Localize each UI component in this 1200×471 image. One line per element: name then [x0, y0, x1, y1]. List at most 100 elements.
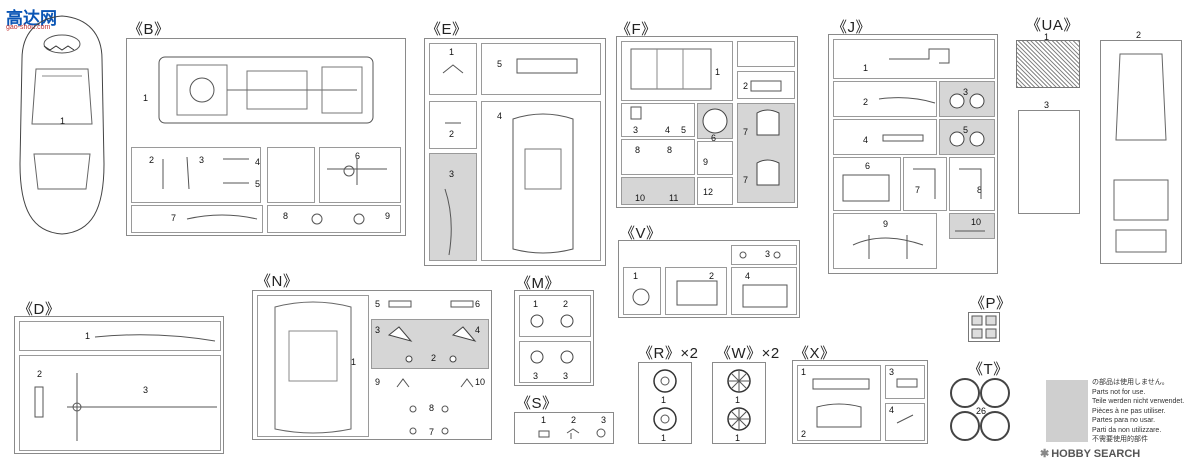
- f-num-11: 11: [669, 193, 679, 203]
- brand-name: HOBBY SEARCH: [1051, 448, 1141, 460]
- frame-d-label: 《D》: [18, 301, 61, 318]
- x-num-1: 1: [801, 367, 807, 377]
- b-num-9: 9: [385, 211, 391, 221]
- f-num-3: 3: [633, 125, 639, 135]
- v-cell-3: [731, 245, 797, 265]
- f-cell-345: [621, 103, 695, 137]
- t-tires-drawing: [950, 378, 1010, 441]
- m-num-3a: 3: [533, 371, 539, 381]
- w-num-1a: 1: [735, 395, 741, 405]
- j-num-10: 10: [971, 217, 982, 227]
- f-num-7a: 7: [743, 127, 749, 137]
- f-parts-drawing: [630, 48, 782, 186]
- frame-j: 1 2 3 4 5 6 7 8 9 10: [828, 34, 998, 274]
- e-parts-drawing: [442, 58, 578, 256]
- m-parts-drawing: [530, 314, 574, 364]
- frame-w: 1 1: [712, 362, 766, 444]
- frame-d: 1 2 3: [14, 316, 224, 454]
- n-num-6: 6: [475, 299, 481, 309]
- notice-line-it: Parti da non utilizzare.: [1092, 426, 1162, 434]
- j-num-8: 8: [977, 185, 983, 195]
- r-num-1a: 1: [661, 395, 667, 405]
- x-parts-drawing: [812, 378, 918, 428]
- n-num-2: 2: [431, 353, 437, 363]
- frame-j-label: 《J》: [832, 19, 872, 36]
- f-num-2: 2: [743, 81, 749, 91]
- unused-parts-swatch: [1046, 380, 1088, 442]
- d-num-2: 2: [37, 369, 43, 379]
- e-num-1: 1: [449, 47, 455, 57]
- brand-watermark: ✱HOBBY SEARCH: [1040, 447, 1140, 460]
- frame-s: 1 2 3: [514, 412, 614, 444]
- f-num-8a: 8: [635, 145, 641, 155]
- x-num-4: 4: [889, 405, 895, 415]
- f-cell-9: [697, 141, 733, 175]
- d-num-1: 1: [85, 331, 91, 341]
- f-cell-2: [737, 71, 795, 99]
- v-cell-4: [731, 267, 797, 315]
- v-num-4: 4: [745, 271, 751, 281]
- e-cell-1: [429, 43, 477, 95]
- ua-part-mesh: [1016, 40, 1080, 88]
- notice-line-zh: 不需要使用的部件: [1092, 436, 1148, 443]
- frame-t-label: 《T》: [968, 361, 1009, 378]
- frame-m-label: 《M》: [516, 275, 560, 292]
- f-num-7b: 7: [743, 175, 749, 185]
- j-cell-6: [833, 157, 901, 211]
- w-num-1b: 1: [735, 433, 741, 443]
- w-wheels-drawing: [727, 369, 751, 431]
- s-parts-drawing: [538, 428, 606, 439]
- frame-s-label: 《S》: [516, 395, 558, 412]
- unused-parts-notice: の部品は使用しません。 Parts not for use. Teile wer…: [1092, 378, 1184, 445]
- j-num-7: 7: [915, 185, 921, 195]
- j-num-4: 4: [863, 135, 869, 145]
- frame-f: 1 2 3 4 5 6 7 7 8 8 9 10 11 12: [616, 36, 798, 208]
- p-parts-drawing: [971, 315, 997, 339]
- f-num-12: 12: [703, 187, 714, 197]
- d-cell-1: [19, 321, 221, 351]
- n-num-10: 10: [475, 377, 486, 387]
- m-num-2: 2: [563, 299, 569, 309]
- x-cell-12: [797, 365, 881, 441]
- notice-line-de: Teile werden nicht verwendet.: [1092, 398, 1185, 405]
- x-cell-3: [885, 365, 925, 399]
- s-num-2: 2: [571, 415, 577, 425]
- d-cell-23: [19, 355, 221, 451]
- b-num-4: 4: [255, 157, 261, 167]
- b-num-6: 6: [355, 151, 361, 161]
- frame-p-label: 《P》: [970, 295, 1012, 312]
- b-num-7: 7: [171, 213, 177, 223]
- b-cell-23: [131, 147, 261, 203]
- m-num-3b: 3: [563, 371, 569, 381]
- frame-w-label: 《W》×2: [716, 345, 780, 362]
- watermark-url: gao-shou.com: [6, 24, 51, 31]
- n-cell-34: [371, 319, 489, 369]
- j-num-2: 2: [863, 97, 869, 107]
- v-cell-2: [665, 267, 727, 315]
- f-num-4: 4: [665, 125, 671, 135]
- n-num-3: 3: [375, 325, 381, 335]
- x-num-2: 2: [801, 429, 807, 439]
- b-num-2: 2: [149, 155, 155, 165]
- b-num-3: 3: [199, 155, 205, 165]
- f-cell-1011: [621, 177, 695, 205]
- m-num-1: 1: [533, 299, 539, 309]
- d-parts-drawing: [34, 334, 217, 441]
- notice-line-es: Partes para no usar.: [1092, 417, 1156, 424]
- f-cell-blank: [737, 41, 795, 67]
- r-num-1b: 1: [661, 433, 667, 443]
- frame-v: 3 1 2 4: [618, 240, 800, 318]
- v-num-3: 3: [765, 249, 771, 259]
- t-num-26: 26: [976, 406, 987, 416]
- j-num-5: 5: [963, 125, 969, 135]
- ua-part-2: [1100, 40, 1182, 264]
- j-parts-drawing: [842, 48, 985, 259]
- x-cell-4: [885, 403, 925, 441]
- j-num-1: 1: [863, 63, 869, 73]
- d-num-3: 3: [143, 385, 149, 395]
- n-num-4: 4: [475, 325, 481, 335]
- n-num-9: 9: [375, 377, 381, 387]
- f-num-5: 5: [681, 125, 687, 135]
- j-cell-10: [949, 213, 995, 239]
- n-num-1: 1: [351, 357, 357, 367]
